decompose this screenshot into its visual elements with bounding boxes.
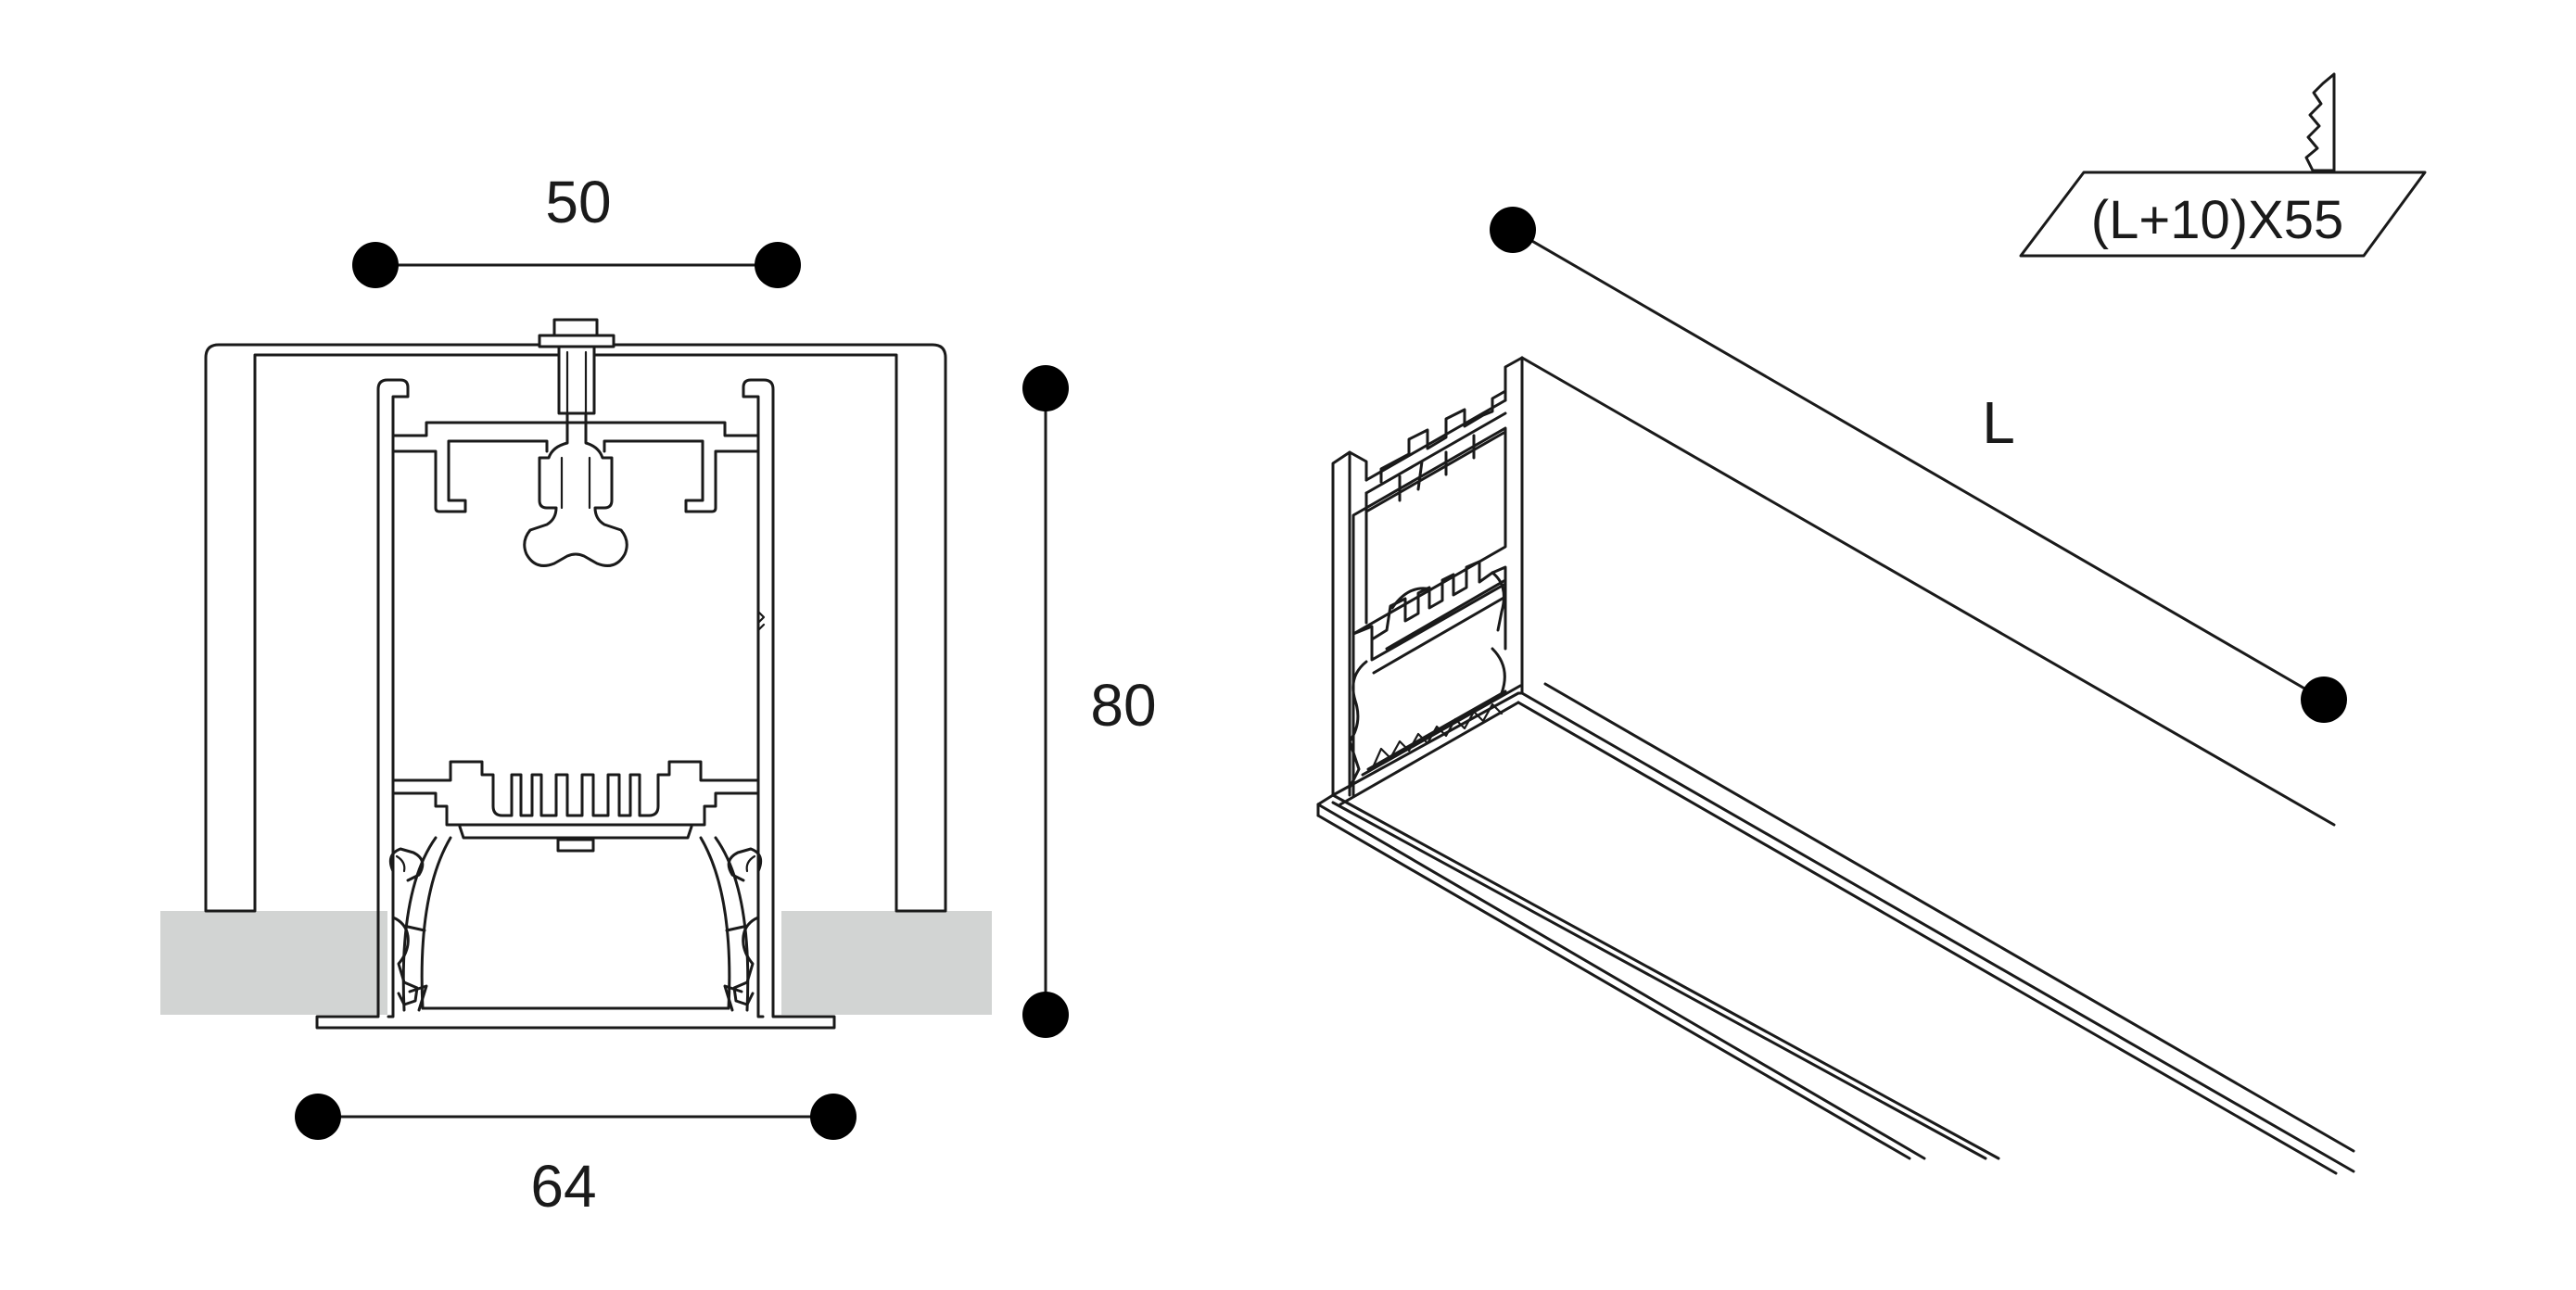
cutout-symbol: (L+10)X55: [2019, 72, 2427, 258]
dimension-label-top: 50: [545, 169, 611, 235]
profile-right-wall: [742, 378, 836, 1030]
dimension-label-bottom: 64: [530, 1153, 596, 1220]
perspective-view: [1316, 356, 2355, 1175]
ceiling-plane-icon: [2019, 171, 2427, 258]
ceiling-slab-right: [781, 911, 992, 1015]
dimension-bottom-width: 64: [295, 1094, 857, 1220]
cutout-dimension-label: (L+10)X55: [2091, 190, 2343, 250]
ceiling-slab-left: [160, 911, 387, 1015]
dimension-dot: [1022, 365, 1069, 411]
profile-left-wall: [315, 378, 410, 1030]
dimension-label-length: L: [1982, 389, 2015, 456]
dimension-dot: [352, 242, 399, 288]
left-clip: [388, 847, 428, 1012]
dimension-dot: [295, 1094, 341, 1140]
led-heatsink: [391, 760, 760, 817]
dimension-dot: [810, 1094, 857, 1140]
profile-end-section: [1331, 389, 1522, 797]
dimension-dot: [1022, 992, 1069, 1038]
dimension-top-width: 50: [352, 169, 801, 288]
dimension-label-height: 80: [1090, 672, 1156, 739]
dimension-dot: [1490, 207, 1536, 253]
dimension-length: L: [1490, 207, 2347, 723]
plaster-cut-icon: [2304, 72, 2336, 172]
right-clip: [723, 847, 763, 1012]
dimension-height: 80: [1022, 365, 1157, 1038]
wing-nut-hanger: [523, 411, 628, 567]
dimension-dot: [755, 242, 801, 288]
upper-channel: [391, 421, 760, 513]
dimension-dot: [2301, 677, 2347, 723]
mounting-bracket: [204, 343, 947, 913]
profile-top-face: [1516, 356, 2355, 1175]
cross-section-view: [160, 318, 992, 1030]
mounting-screw: [538, 318, 615, 415]
diffuser-lens: [401, 836, 750, 1012]
profile-flange: [1316, 793, 2000, 1160]
